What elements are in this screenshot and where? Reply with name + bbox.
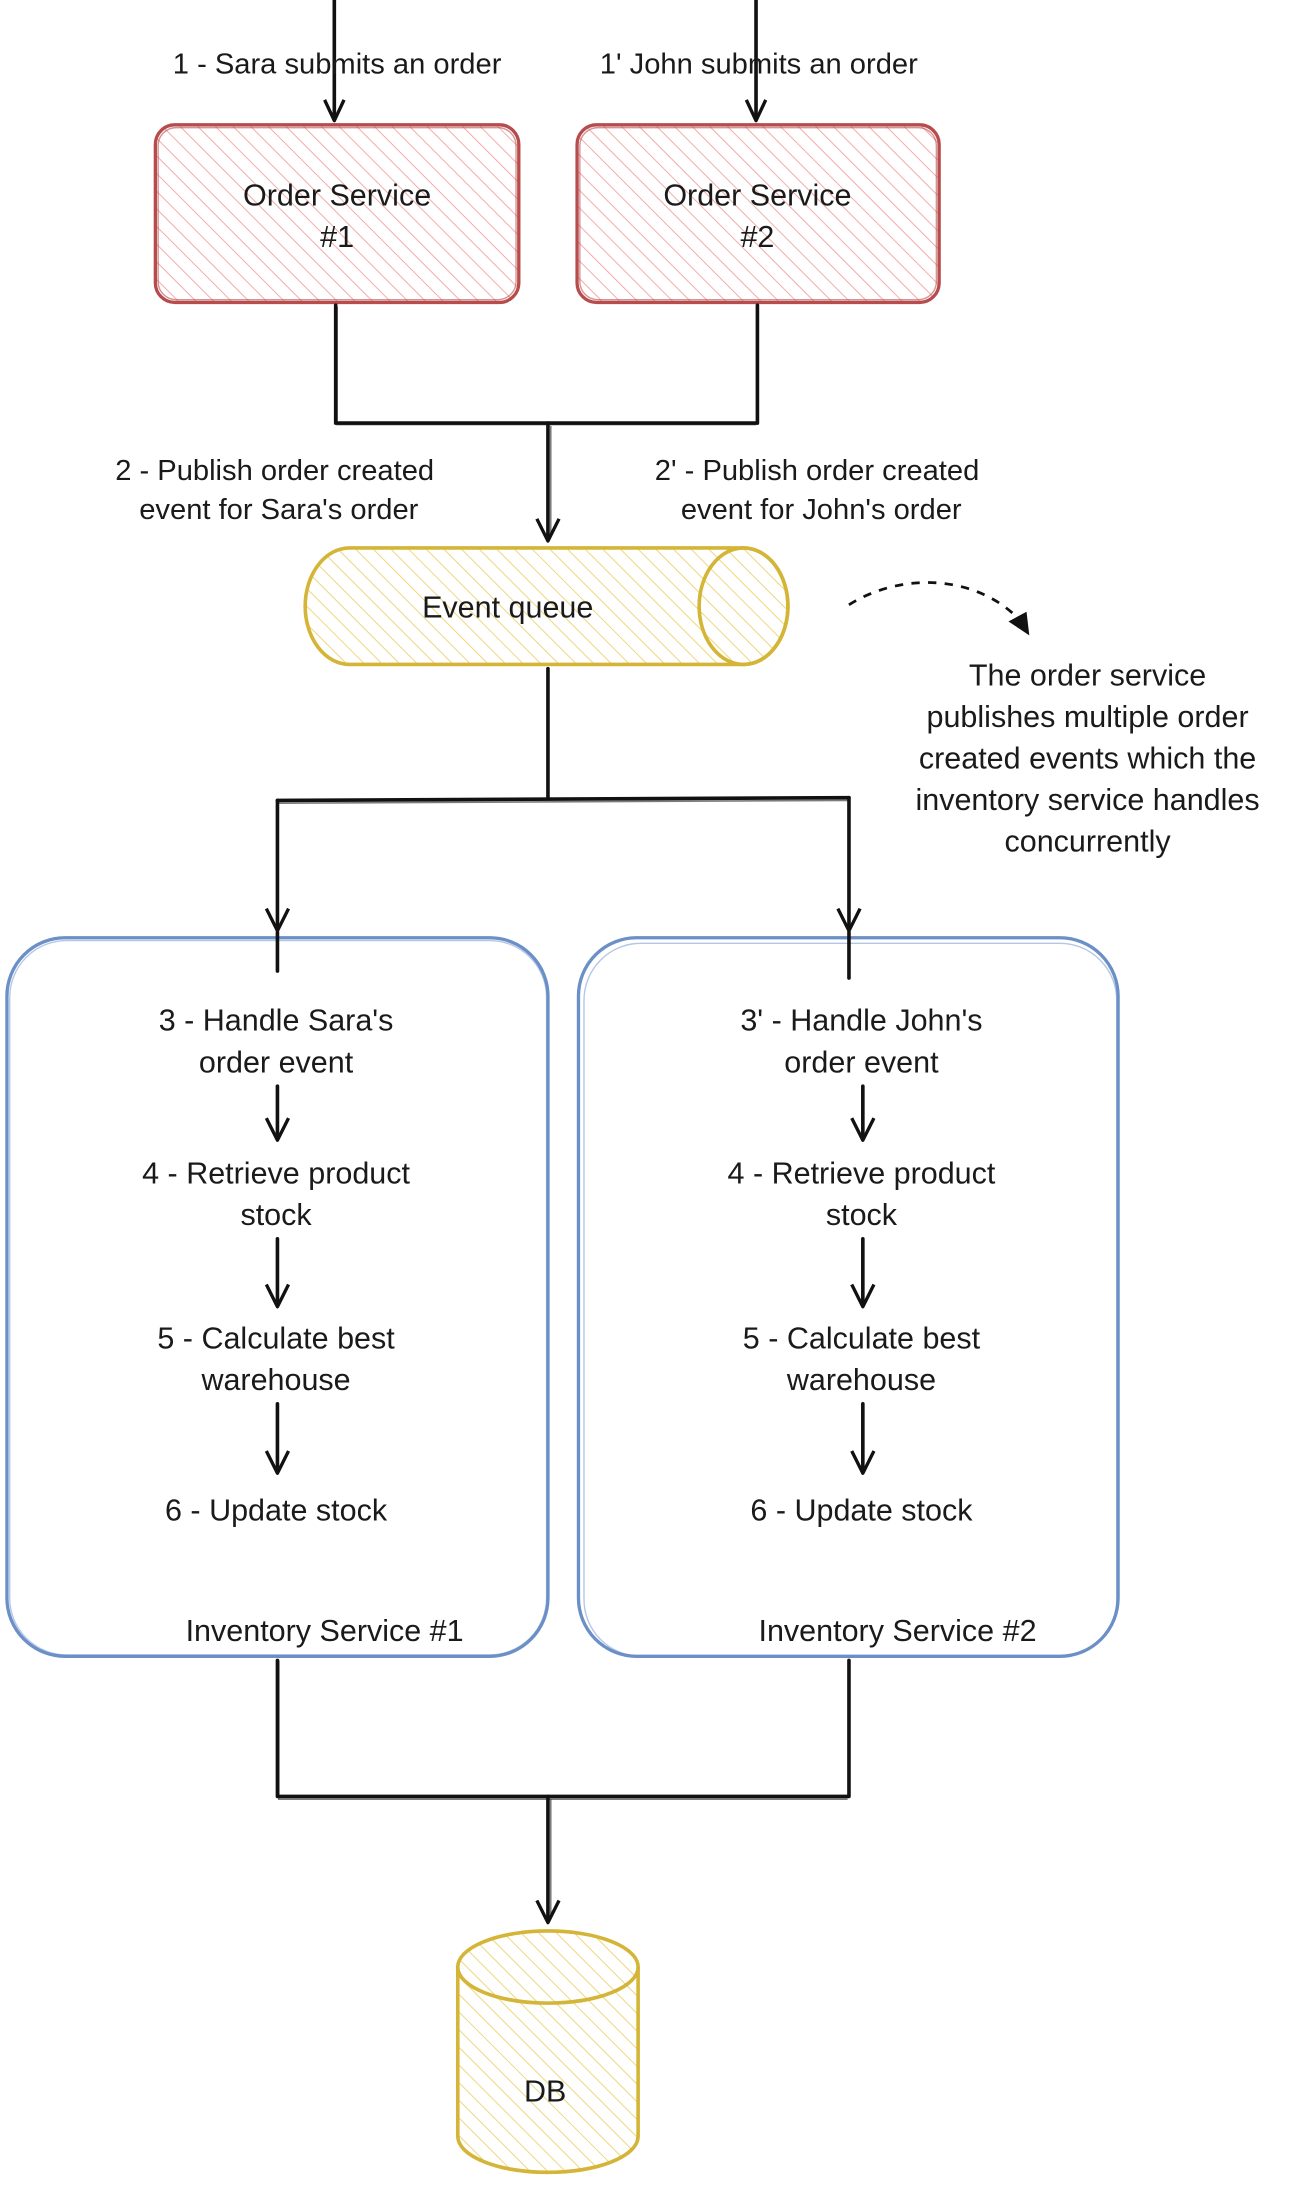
order-service-1: Order Service #1 — [153, 123, 521, 305]
inventory-service-2: 3' - Handle John's order event 4 - Retri… — [576, 930, 1120, 1658]
db-connector — [275, 1658, 851, 1925]
inv1-step4-line1: 4 - Retrieve product — [142, 1156, 410, 1190]
publish-sara-line1: 2 - Publish order created — [115, 455, 434, 487]
inv2-step4-line1: 4 - Retrieve product — [728, 1156, 996, 1190]
order-service-1-name: Order Service — [243, 178, 431, 212]
inv2-step6: 6 - Update stock — [750, 1493, 973, 1527]
inv1-step4-line2: stock — [240, 1198, 312, 1232]
inventory-service-1: 3 - Handle Sara's order event 4 - Retrie… — [5, 930, 550, 1658]
inv1-step5-line2: warehouse — [200, 1363, 350, 1397]
inv1-step6: 6 - Update stock — [165, 1493, 388, 1527]
note-text: The order service publishes multiple ord… — [915, 658, 1259, 858]
incoming-arrow-john — [744, 0, 768, 123]
note-arrow — [848, 581, 1030, 636]
publish-john-line1: 2' - Publish order created — [655, 455, 980, 487]
note-line-1: The order service — [969, 658, 1206, 692]
order-service-2-number: #2 — [740, 220, 774, 254]
john-submits-label: 1' John submits an order — [600, 49, 918, 81]
order-service-2-name: Order Service — [663, 178, 851, 212]
order-service-2: Order Service #2 — [575, 123, 941, 305]
order-service-1-number: #1 — [320, 220, 354, 254]
inv2-step3-line2: order event — [784, 1045, 939, 1079]
inv2-step5-line1: 5 - Calculate best — [743, 1321, 981, 1355]
inv2-step5-line2: warehouse — [786, 1363, 936, 1397]
publish-john-line2: event for John's order — [681, 494, 962, 526]
inventory-service-2-title: Inventory Service #2 — [759, 1614, 1037, 1648]
inv1-step3-line1: 3 - Handle Sara's — [159, 1004, 394, 1038]
note-line-5: concurrently — [1004, 825, 1171, 859]
event-queue: Event queue — [303, 546, 790, 667]
incoming-arrow-sara — [323, 0, 346, 123]
note-line-4: inventory service handles — [915, 783, 1259, 817]
db-cylinder: DB — [455, 1929, 640, 2175]
sara-submits-label: 1 - Sara submits an order — [173, 49, 502, 81]
publish-connector — [333, 303, 760, 543]
db-label: DB — [524, 2075, 566, 2109]
inv1-step5-line1: 5 - Calculate best — [157, 1321, 395, 1355]
inventory-service-1-title: Inventory Service #1 — [186, 1614, 464, 1648]
publish-sara-line2: event for Sara's order — [139, 494, 418, 526]
note-line-2: publishes multiple order — [927, 700, 1249, 734]
inv1-step3-line2: order event — [199, 1045, 354, 1079]
event-queue-label: Event queue — [422, 590, 593, 624]
inv2-step4-line2: stock — [826, 1198, 898, 1232]
queue-split-connector — [264, 666, 862, 933]
inv2-step3-line1: 3' - Handle John's — [740, 1004, 982, 1038]
note-line-3: created events which the — [919, 742, 1256, 776]
